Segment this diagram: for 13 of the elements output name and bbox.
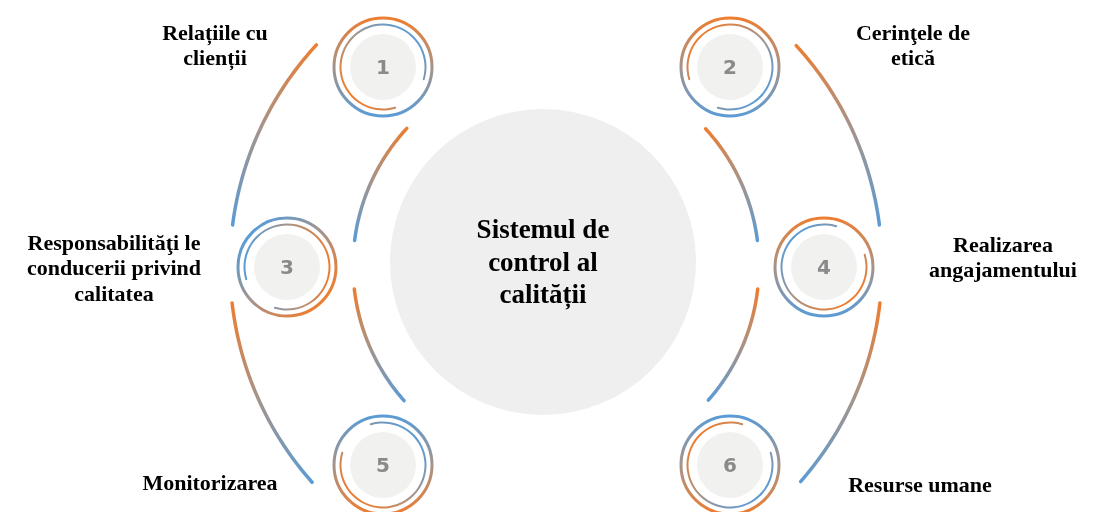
step-label: Realizarea angajamentului [928,232,1078,283]
step-number: 3 [280,255,294,279]
step-label: Cerinţele de etică [854,20,972,71]
step-label: Resurse umane [847,472,993,498]
step-number: 1 [376,55,390,79]
step-label: Relațiile cu clienții [161,20,269,71]
step-label: Monitorizarea [141,470,279,496]
step-number: 5 [376,453,390,477]
step-label: Responsabilităţi le conducerii privind calitatea [25,230,203,306]
step-number: 4 [817,255,831,279]
step-number: 2 [723,55,737,79]
step-number: 6 [723,453,737,477]
center-title: Sistemul de control al calității [475,213,611,311]
